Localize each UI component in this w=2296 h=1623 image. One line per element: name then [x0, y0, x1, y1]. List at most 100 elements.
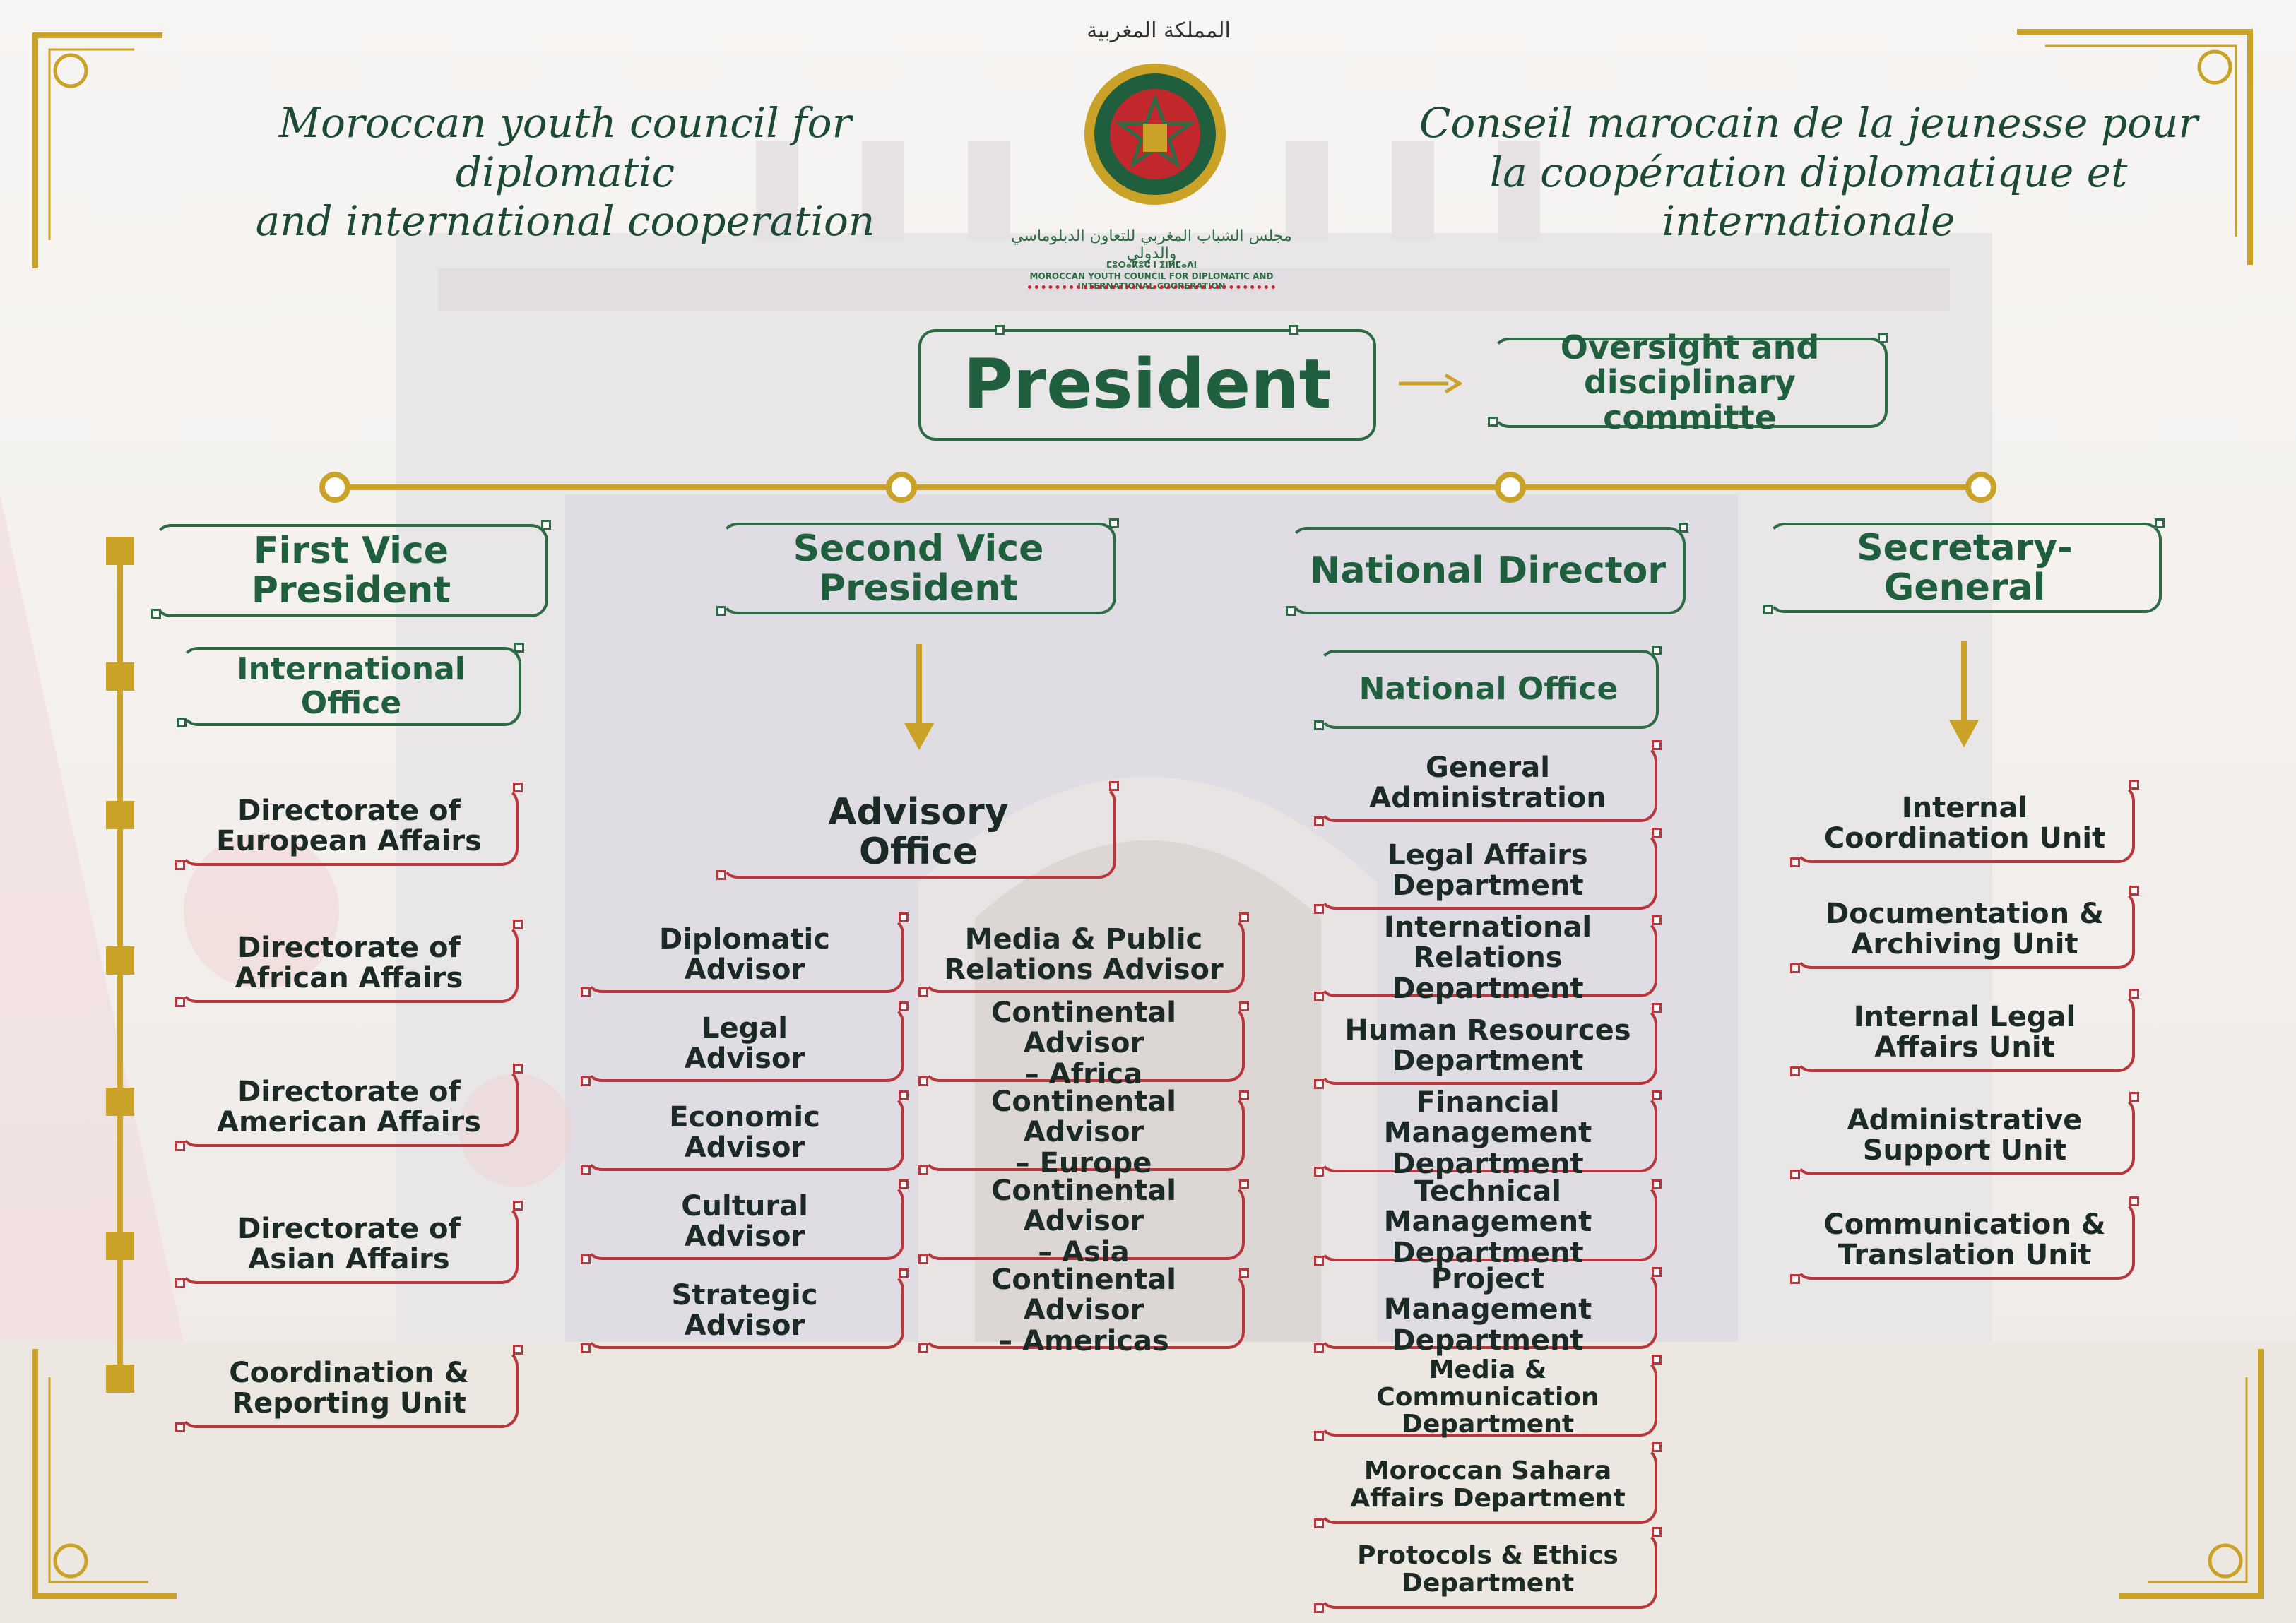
council-emblem-icon — [1084, 64, 1226, 205]
international-office-label: International Office — [237, 653, 466, 720]
oversight-committee-box: Oversight and disciplinary committe — [1492, 330, 1888, 435]
president-label: President — [963, 345, 1332, 424]
secretary-unit-line1: Documentation & — [1825, 897, 2104, 930]
connector-square-icon — [541, 520, 551, 530]
connector-square-icon — [1790, 857, 1800, 867]
national-office-box: National Office — [1318, 650, 1659, 729]
connector-square-icon — [1652, 1355, 1662, 1365]
connector-square-icon — [581, 987, 591, 997]
connector-square-icon — [1314, 816, 1324, 826]
connector-square-icon — [513, 1201, 523, 1211]
connector-square-icon — [918, 1254, 928, 1264]
connector-square-icon — [581, 1254, 591, 1264]
connector-square-icon — [918, 1343, 928, 1353]
connector-square-icon — [1652, 1090, 1662, 1100]
advisor-unit-line2: – Africa — [1024, 1057, 1143, 1090]
national-department-line1: Human Resources — [1344, 1013, 1631, 1047]
connector-square-icon — [175, 997, 185, 1007]
connector-square-icon — [2129, 780, 2139, 790]
corner-ornament-icon — [32, 1349, 177, 1599]
second-vice-president-label: Second Vice President — [793, 529, 1044, 608]
advisor-unit-label: Continental Advisor– Europe — [933, 1087, 1235, 1179]
advisor-unit-line1: Strategic — [671, 1278, 818, 1312]
national-department-line2: Department — [1392, 1236, 1584, 1269]
connector-square-icon — [1790, 963, 1800, 973]
advisor-unit-line2: Advisor — [684, 1131, 805, 1164]
secretary-unit-line2: Support Unit — [1862, 1134, 2067, 1167]
advisor-unit-line2: – Asia — [1038, 1235, 1130, 1268]
title-french-line1: Conseil marocain de la jeunesse pour — [1419, 99, 2199, 147]
secretary-unit: Documentation &Archiving Unit — [1794, 890, 2135, 969]
connector-square-icon — [1314, 1167, 1324, 1177]
first-vp-timeline — [106, 537, 134, 1393]
connector-square-icon — [1652, 1179, 1662, 1189]
secretary-general-box: Secretary-General — [1768, 523, 2162, 613]
connector-square-icon — [1239, 1001, 1249, 1011]
national-department-line1: Media & Communication — [1376, 1355, 1599, 1412]
first-vp-unit-line2: Asian Affairs — [248, 1243, 450, 1276]
advisor-unit-line1: Continental Advisor — [990, 1086, 1177, 1149]
first-vp-unit-line2: American Affairs — [217, 1106, 481, 1139]
arrow-down-icon — [1949, 641, 1979, 747]
national-director-label: National Director — [1309, 549, 1666, 592]
international-office-line1: International — [237, 651, 466, 688]
main-branch-connector — [319, 472, 1996, 503]
connector-square-icon — [1314, 720, 1324, 730]
connector-square-icon — [581, 1165, 591, 1175]
arrow-right-icon — [1399, 373, 1462, 394]
first-vice-president-box: First Vice President — [154, 524, 548, 617]
national-office-label: National Office — [1359, 671, 1619, 708]
connector-square-icon — [175, 860, 185, 870]
secretary-unit-line1: Administrative — [1847, 1103, 2083, 1136]
national-department-line1: General — [1425, 751, 1550, 784]
secretary-unit: Communication &Translation Unit — [1794, 1201, 2135, 1280]
connector-square-icon — [1239, 912, 1249, 922]
advisor-unit-label: Continental Advisor– Asia — [933, 1176, 1235, 1268]
first-vp-unit-line1: Directorate of — [237, 1075, 461, 1108]
connector-square-icon — [716, 606, 726, 616]
connector-square-icon — [1652, 1267, 1662, 1277]
title-french: Conseil marocain de la jeunesse pour la … — [1371, 99, 2247, 246]
national-department-line2: Administration — [1369, 782, 1606, 814]
advisor-unit-line1: Economic — [669, 1100, 820, 1134]
arabic-country-name: المملكة المغربية — [1087, 18, 1231, 43]
advisor-unit-line1: Diplomatic — [659, 922, 830, 956]
oversight-label-line2: disciplinary committe — [1583, 363, 1797, 436]
advisor-unit: Continental Advisor– Americas — [923, 1265, 1245, 1356]
logo-caption-tifinagh: ⵎⵓⵔⴰⴽⵓⵛ ⵏ ⵉⵏⵍⵎⴰⴷⵏ — [1106, 260, 1197, 270]
connector-square-icon — [513, 783, 523, 792]
connector-square-icon — [2155, 518, 2165, 528]
oversight-label: Oversight and disciplinary committe — [1502, 330, 1878, 436]
title-french-line2: la coopération diplomatique et internati… — [1489, 148, 2128, 246]
connector-square-icon — [581, 1076, 591, 1086]
connector-square-icon — [513, 1345, 523, 1355]
connector-square-icon — [2129, 1196, 2139, 1206]
connector-square-icon — [1314, 1256, 1324, 1266]
secretary-unit-line1: Communication & — [1823, 1208, 2106, 1241]
national-department-line2: Department — [1392, 1147, 1584, 1180]
first-vp-unit-line1: Coordination & — [229, 1356, 469, 1389]
connector-square-icon — [918, 1076, 928, 1086]
